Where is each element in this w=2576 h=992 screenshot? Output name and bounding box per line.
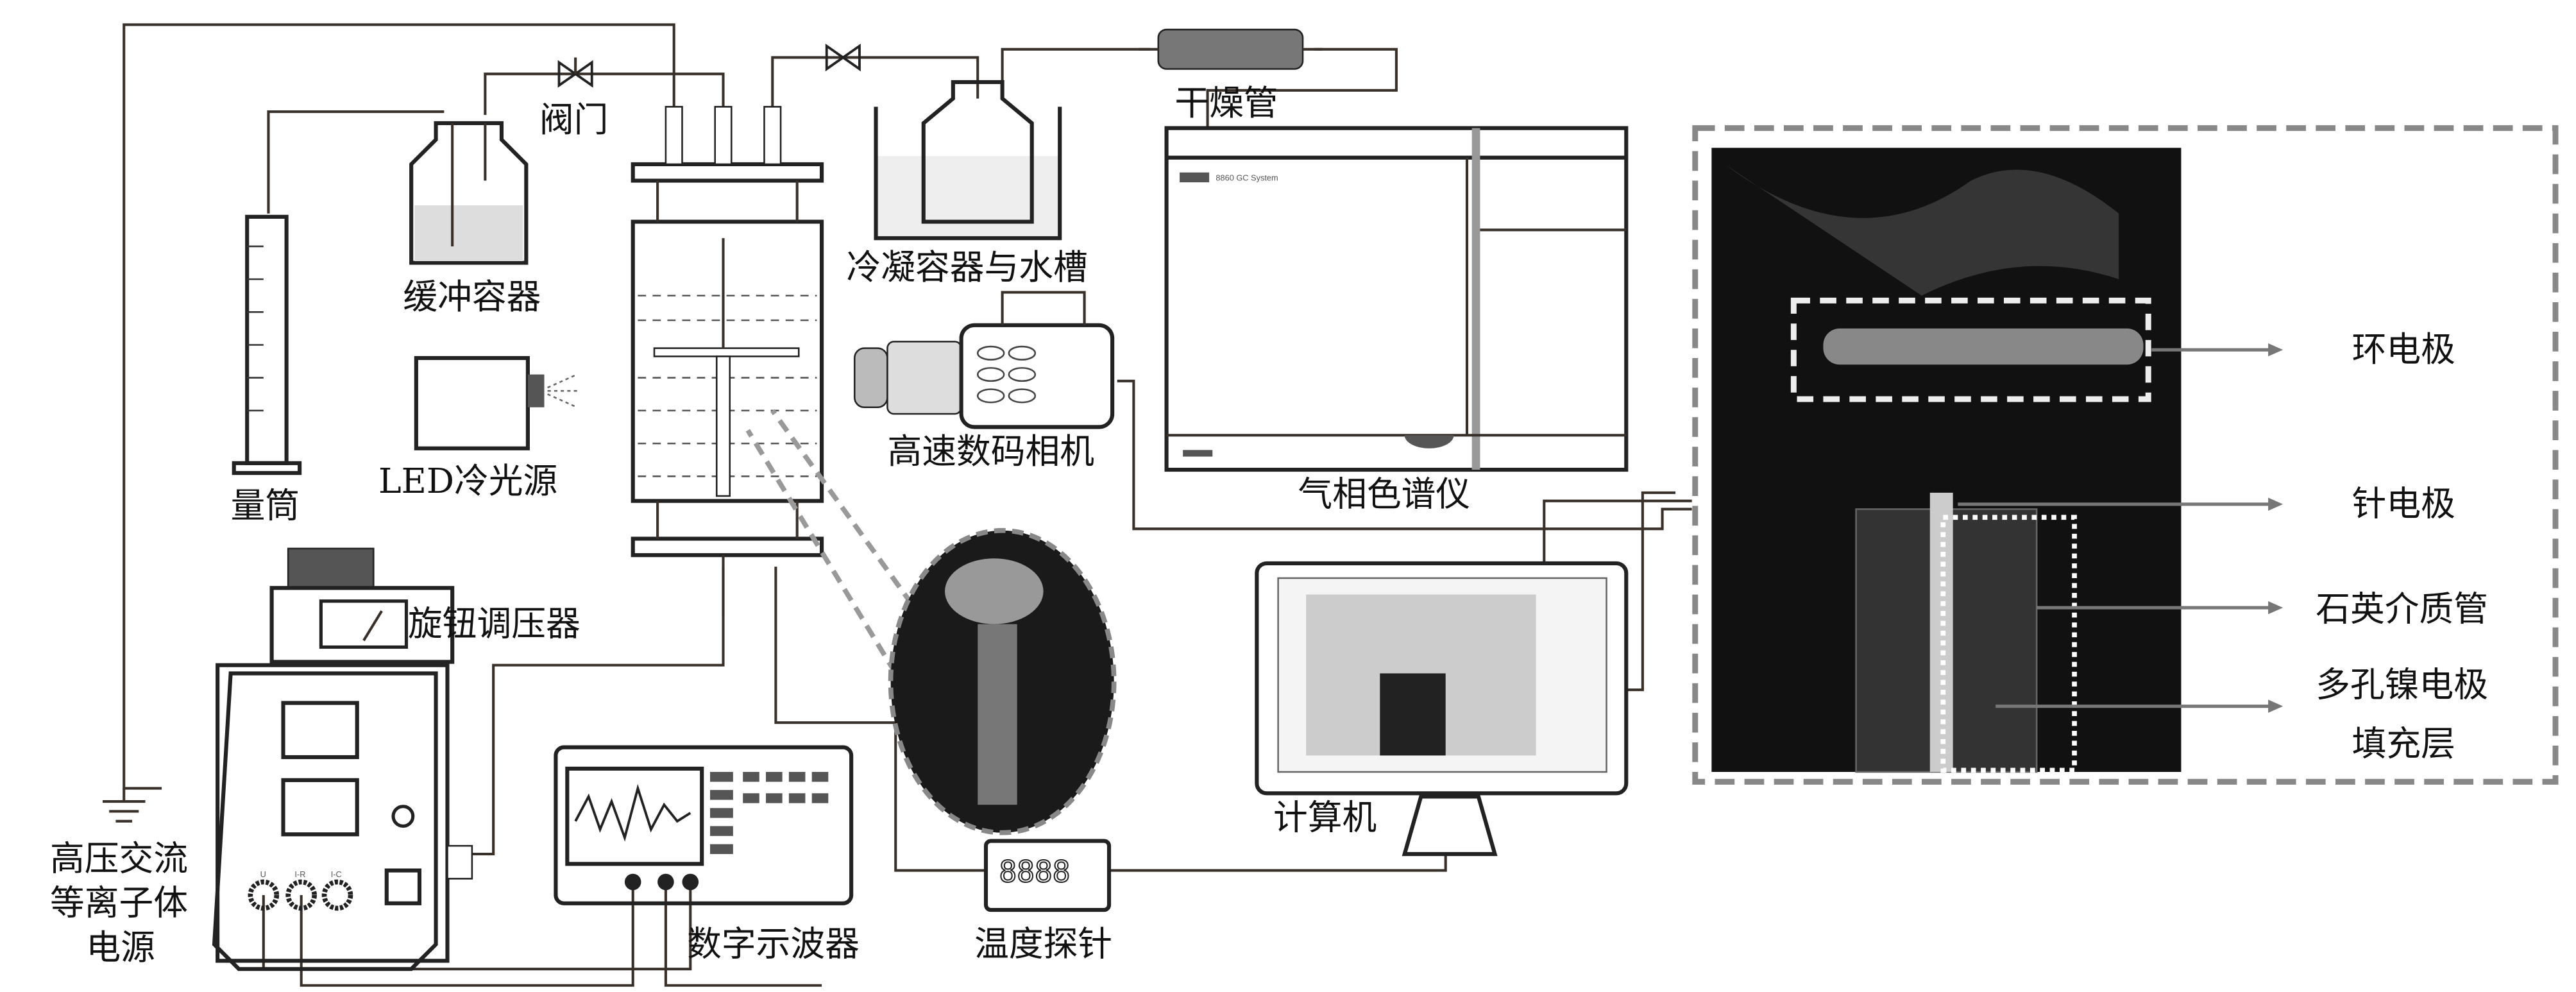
led-label: LED冷光源 <box>378 461 557 501</box>
graduated-cylinder <box>232 214 302 475</box>
ring-electrode-label: 环电极 <box>2352 329 2455 370</box>
valve-icon[interactable] <box>825 43 861 72</box>
porous-nickel-label: 多孔镍电极 <box>2316 664 2488 705</box>
hv-ac-plasma-power-supply <box>212 663 473 971</box>
needle-electrode-label: 针电极 <box>2352 484 2455 524</box>
drying-tube <box>1139 28 1323 70</box>
valve-label: 阀门 <box>539 99 609 140</box>
port-ir-label: I-R <box>294 869 305 879</box>
valve-icon[interactable] <box>557 57 593 88</box>
power-label-line2: 等离子体 <box>50 883 188 923</box>
probe-label: 温度探针 <box>974 924 1112 964</box>
led-light-source <box>414 355 578 450</box>
condenser-label: 冷凝容器与水槽 <box>846 247 1087 287</box>
packing-layer-label: 填充层 <box>2352 723 2455 764</box>
ground-icon <box>102 788 146 823</box>
power-label-line1: 高压交流 <box>50 839 188 879</box>
drying-tube-label: 干燥管 <box>1174 83 1278 123</box>
port-u-label: U <box>260 869 266 879</box>
gc-brand: 8860 GC System <box>1216 173 1278 183</box>
temperature-probe: 8888 <box>983 839 1112 912</box>
digital-oscilloscope[interactable] <box>554 745 854 905</box>
power-label-line3: 电源 <box>86 927 155 968</box>
gas-lines <box>123 23 1692 987</box>
gas-chromatograph <box>1164 126 1629 472</box>
high-speed-camera <box>853 291 1115 429</box>
knob-voltage-regulator[interactable] <box>269 547 455 664</box>
port-ic-label: I-C <box>331 869 342 879</box>
regulator-label: 旋钮调压器 <box>408 604 580 644</box>
plasma-reactor <box>631 106 824 616</box>
computer-label: 计算机 <box>1273 798 1377 838</box>
camera-label: 高速数码相机 <box>887 431 1094 472</box>
probe-display: 8888 <box>999 855 1071 889</box>
electrode-photo-panel <box>1692 125 2559 785</box>
cylinder-label: 量筒 <box>231 485 300 526</box>
discharge-photo-inset <box>888 527 1117 835</box>
computer-monitor[interactable] <box>1255 561 1629 857</box>
quartz-tube-label: 石英介质管 <box>2316 589 2488 629</box>
buffer-label: 缓冲容器 <box>403 277 541 317</box>
buffer-container <box>409 121 529 265</box>
oscilloscope-label: 数字示波器 <box>687 924 860 964</box>
gc-label: 气相色谱仪 <box>1298 474 1470 514</box>
condenser-and-water-tank <box>874 80 1062 241</box>
